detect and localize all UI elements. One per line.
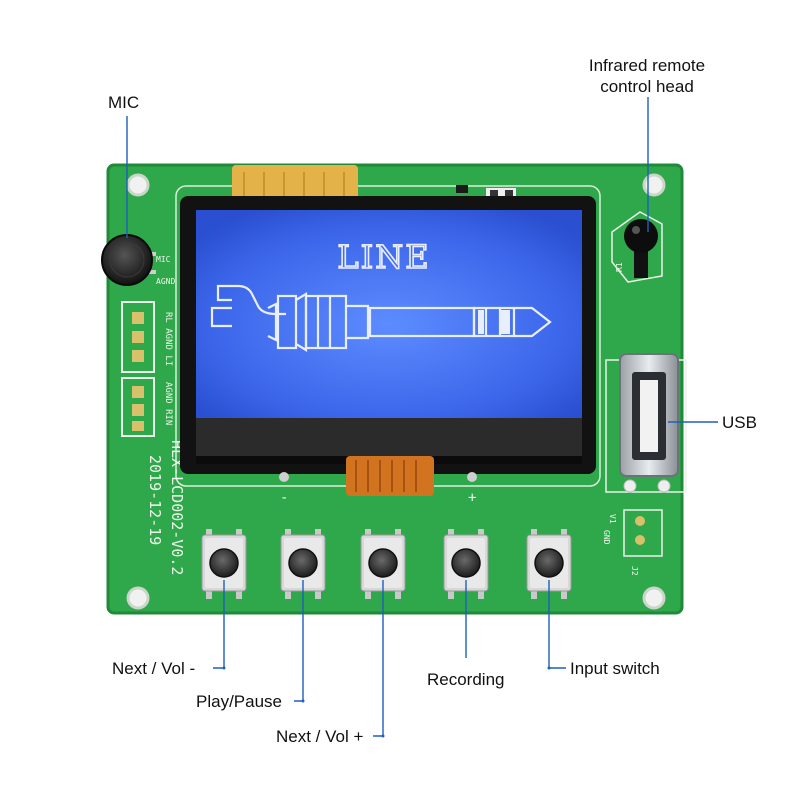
gnd-label: GND: [602, 530, 611, 545]
mounting-hole: [642, 173, 666, 197]
silk-right-pins: AGND RIN: [163, 382, 173, 425]
mic-pin-label: MIC: [156, 255, 171, 264]
button-next-vol-plus[interactable]: [360, 529, 406, 599]
callout-play-pause: Play/Pause: [196, 692, 282, 711]
callout-next-vol-plus: Next / Vol +: [276, 727, 364, 746]
v1-label: V1: [608, 514, 617, 524]
tactile-button-icon[interactable]: [288, 548, 318, 578]
board-date: 2019-12-19: [146, 455, 164, 545]
agnd-pin-label: AGND: [156, 277, 175, 286]
plus-label: +: [468, 490, 476, 506]
lcd-display: - + LINE: [180, 196, 596, 506]
j2-terminal: V1 GND J2: [602, 509, 663, 576]
silk-left-pins: RL AGND LI: [163, 312, 173, 366]
button-next-vol-minus[interactable]: [201, 529, 247, 599]
button-play-pause[interactable]: [280, 529, 326, 599]
lcd-mode-text: LINE: [337, 238, 430, 276]
usb-port-icon: [605, 353, 687, 493]
callout-mic: MIC: [108, 93, 140, 112]
callout-usb: USB: [722, 413, 757, 432]
pin-headers-left: [121, 301, 155, 437]
tactile-button-icon[interactable]: [209, 548, 239, 578]
lcd-flex-cable: [346, 456, 434, 496]
mounting-hole: [126, 173, 150, 197]
button-recording[interactable]: [443, 529, 489, 599]
callout-next-vol-minus: Next / Vol -: [112, 659, 196, 678]
callout-recording: Recording: [427, 670, 505, 689]
button-input-switch[interactable]: [526, 529, 572, 599]
callout-infrared-remote: Infrared remote control head: [565, 55, 729, 97]
callout-input-switch: Input switch: [570, 659, 660, 678]
tactile-button-icon[interactable]: [534, 548, 564, 578]
mounting-hole: [642, 586, 666, 610]
infrared-receiver-icon: R1: [611, 211, 663, 283]
minus-label: -: [280, 490, 288, 506]
j2-label: J2: [630, 566, 639, 576]
microphone-icon: [101, 234, 156, 286]
button-row: [201, 529, 572, 599]
callout-ir-line2: control head: [600, 77, 694, 96]
tactile-button-icon[interactable]: [451, 548, 481, 578]
r1-label: R1: [615, 262, 624, 272]
mounting-hole: [126, 586, 150, 610]
tactile-button-icon[interactable]: [368, 548, 398, 578]
callout-ir-line1: Infrared remote: [588, 56, 706, 75]
board-model: HLX-LCD002-V0.2: [168, 440, 186, 575]
